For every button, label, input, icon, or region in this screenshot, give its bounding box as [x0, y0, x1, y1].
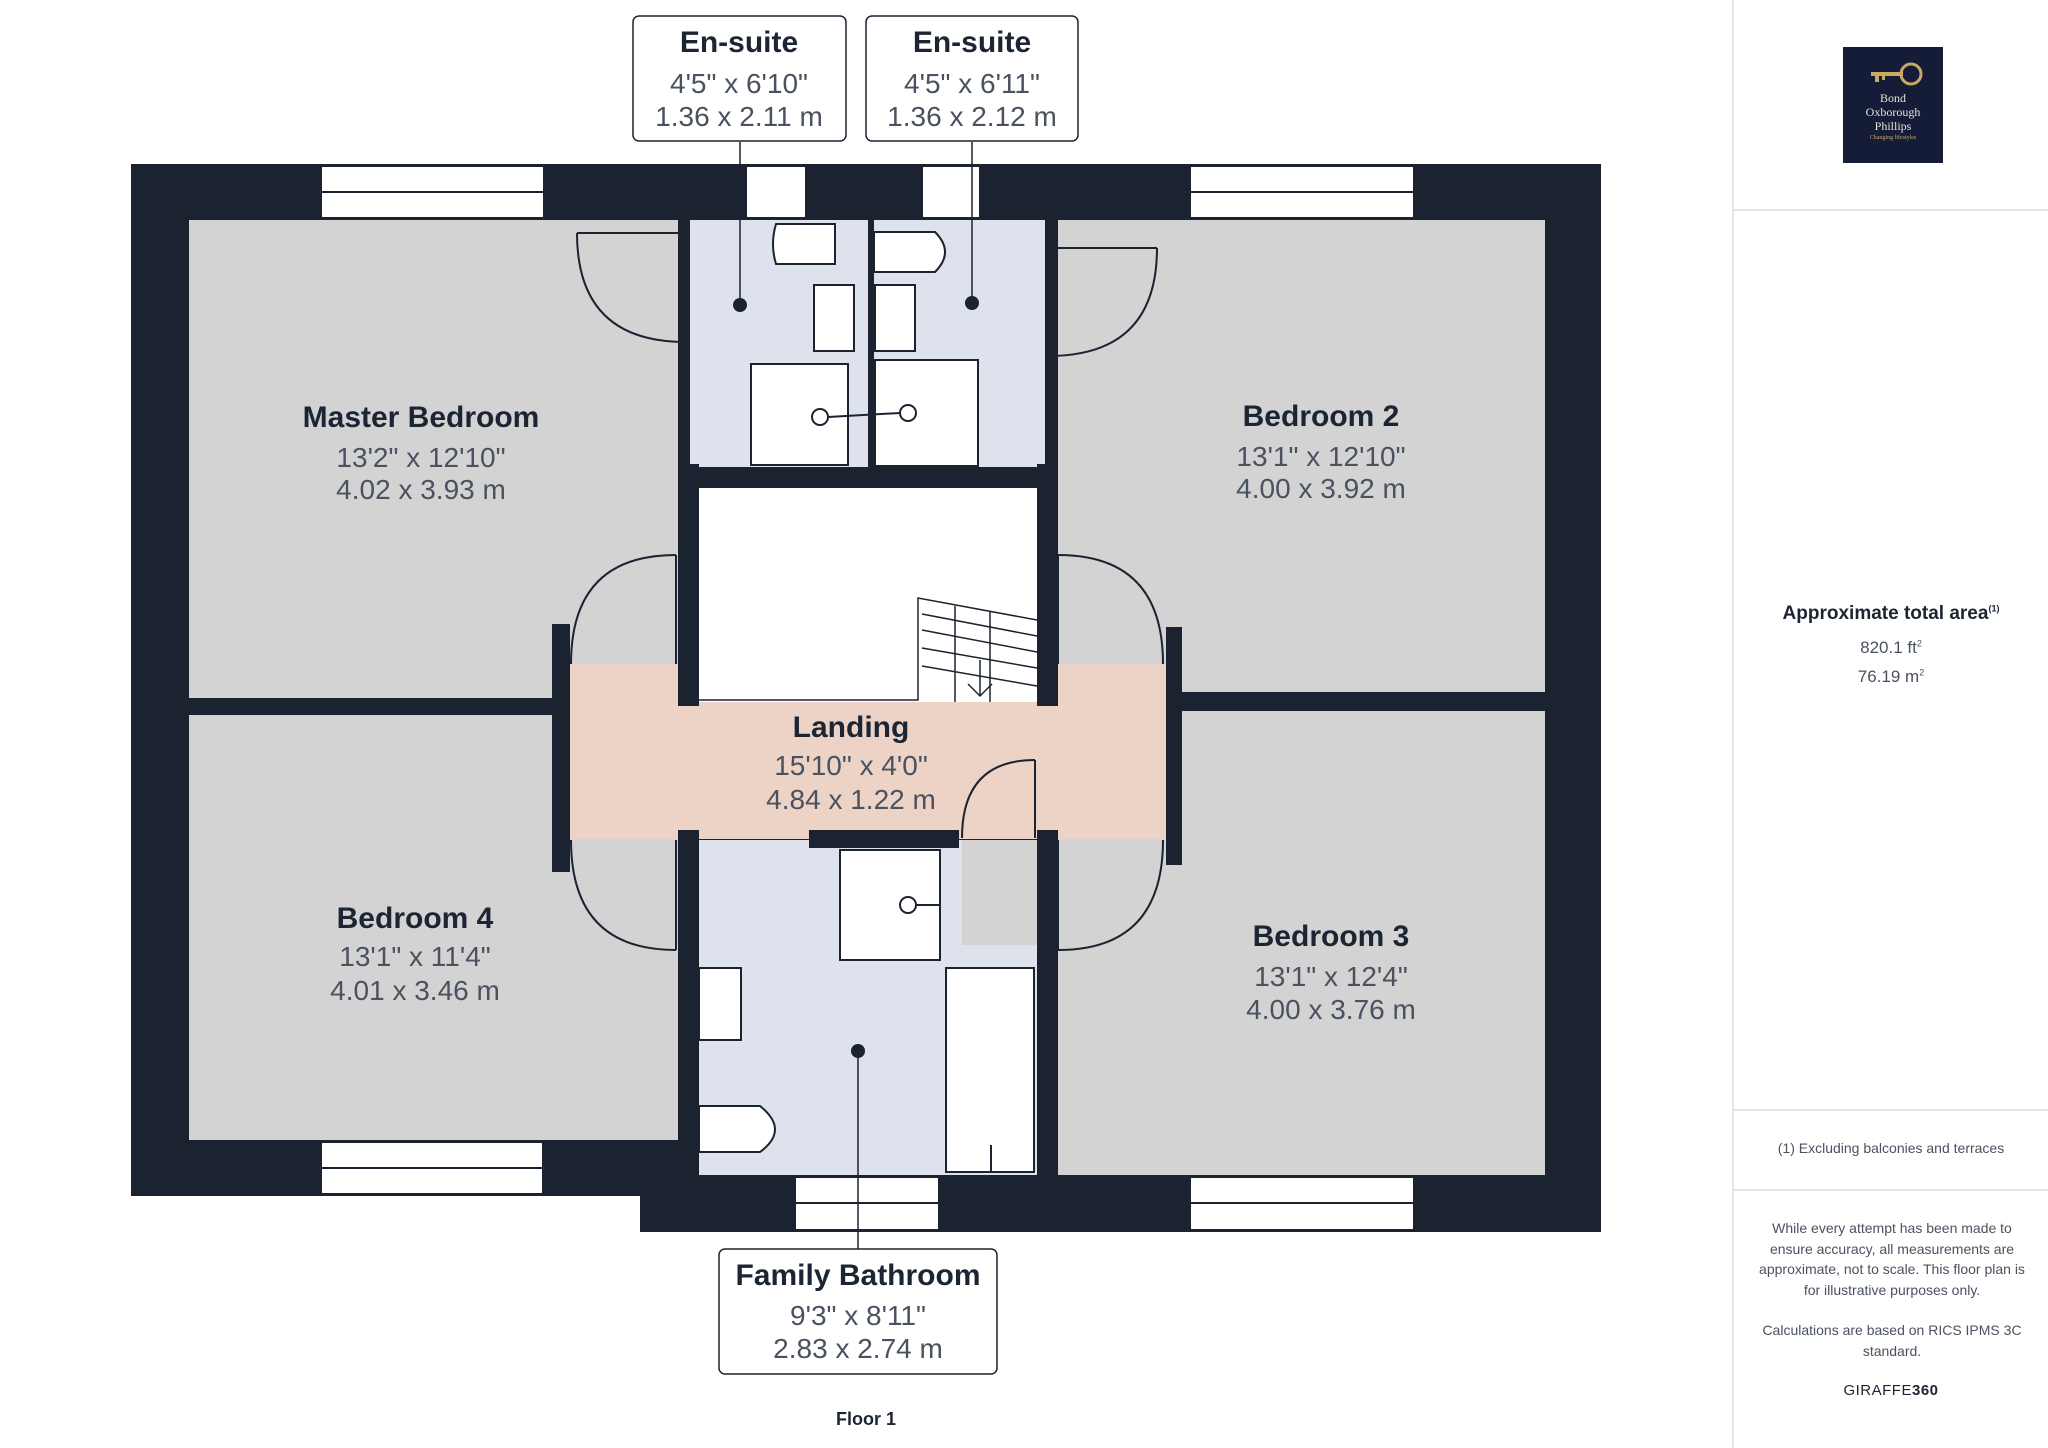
staircase [699, 597, 1038, 702]
key-icon [1871, 62, 1923, 86]
bedroom-4-metric: 4.01 x 3.46 m [330, 975, 500, 1006]
logo-tagline: Changing lifestyles [1869, 135, 1917, 141]
ensuite-1-metric: 1.36 x 2.11 m [655, 101, 823, 132]
logo-line-3: Phillips [1874, 119, 1912, 133]
logo-line-1: Bond [1879, 91, 1906, 105]
ensuite-2-metric: 1.36 x 2.12 m [887, 101, 1057, 132]
bedroom-2-name: Bedroom 2 [1243, 400, 1400, 433]
family-bathroom-metric: 2.83 x 2.74 m [773, 1333, 943, 1364]
bedroom-2-imperial: 13'1" x 12'10" [1236, 441, 1405, 472]
windows [320, 165, 1415, 1231]
disclaimer-text: While every attempt has been made to ens… [1759, 1220, 2025, 1298]
ensuite-2-callout: En-suite 4'5" x 6'11" 1.36 x 2.12 m [865, 15, 1079, 142]
stairwell [699, 488, 1037, 702]
area-sqm: 76.19 m2 [1857, 667, 1925, 686]
disclaimer: While every attempt has been made to ens… [1756, 1218, 2028, 1361]
bedroom-4-imperial: 13'1" x 11'4" [339, 941, 490, 972]
ensuite-1-imperial: 4'5" x 6'10" [670, 68, 808, 99]
family-bathroom-imperial: 9'3" x 8'11" [790, 1300, 926, 1331]
family-bathroom-name: Family Bathroom [735, 1259, 980, 1292]
bedroom-3-metric: 4.00 x 3.76 m [1246, 994, 1416, 1025]
ensuite-2-imperial: 4'5" x 6'11" [904, 68, 1040, 99]
bedroom-4-name: Bedroom 4 [337, 902, 494, 935]
cupboard-floor [962, 840, 1037, 945]
bedroom-3-imperial: 13'1" x 12'4" [1254, 961, 1408, 992]
divider [1734, 1189, 2048, 1191]
master-bedroom-imperial: 13'2" x 12'10" [336, 442, 505, 473]
door-swings [570, 232, 1164, 951]
bedroom-2-metric: 4.00 x 3.92 m [1236, 473, 1406, 504]
ensuite-1-name: En-suite [680, 26, 798, 59]
fixtures [698, 223, 1035, 1173]
area-title: Approximate total area(1) [1782, 603, 2000, 624]
master-bedroom-floor [189, 220, 678, 698]
divider [1734, 209, 2048, 211]
logo-line-2: Oxborough [1865, 105, 1921, 119]
area-footnote: (1) Excluding balconies and terraces [1777, 1140, 2005, 1156]
giraffe360-brand: GIRAFFE360 [1843, 1382, 1939, 1399]
divider [1734, 1109, 2048, 1111]
bedroom-2-floor [1058, 220, 1545, 692]
info-sidebar: Bond Oxborough Phillips Changing lifesty… [1732, 0, 2048, 1448]
floor-plan: En-suite 4'5" x 6'10" 1.36 x 2.11 m En-s… [131, 15, 1601, 1375]
calculation-note: Calculations are based on RICS IPMS 3C s… [1762, 1322, 2022, 1359]
landing-name: Landing [793, 711, 910, 744]
bedroom-3-name: Bedroom 3 [1253, 920, 1410, 953]
landing-imperial: 15'10" x 4'0" [774, 750, 928, 781]
floor-label: Floor 1 [835, 1409, 896, 1429]
ensuite-2-name: En-suite [913, 26, 1031, 59]
master-bedroom-metric: 4.02 x 3.93 m [336, 474, 506, 505]
area-sqft: 820.1 ft2 [1860, 638, 1922, 657]
landing-metric: 4.84 x 1.22 m [766, 784, 936, 815]
family-bathroom-callout: Family Bathroom 9'3" x 8'11" 2.83 x 2.74… [718, 1248, 998, 1375]
ensuite-1-callout: En-suite 4'5" x 6'10" 1.36 x 2.11 m [632, 15, 847, 142]
master-bedroom-name: Master Bedroom [303, 401, 540, 434]
company-logo: Bond Oxborough Phillips Changing lifesty… [1843, 47, 1943, 163]
